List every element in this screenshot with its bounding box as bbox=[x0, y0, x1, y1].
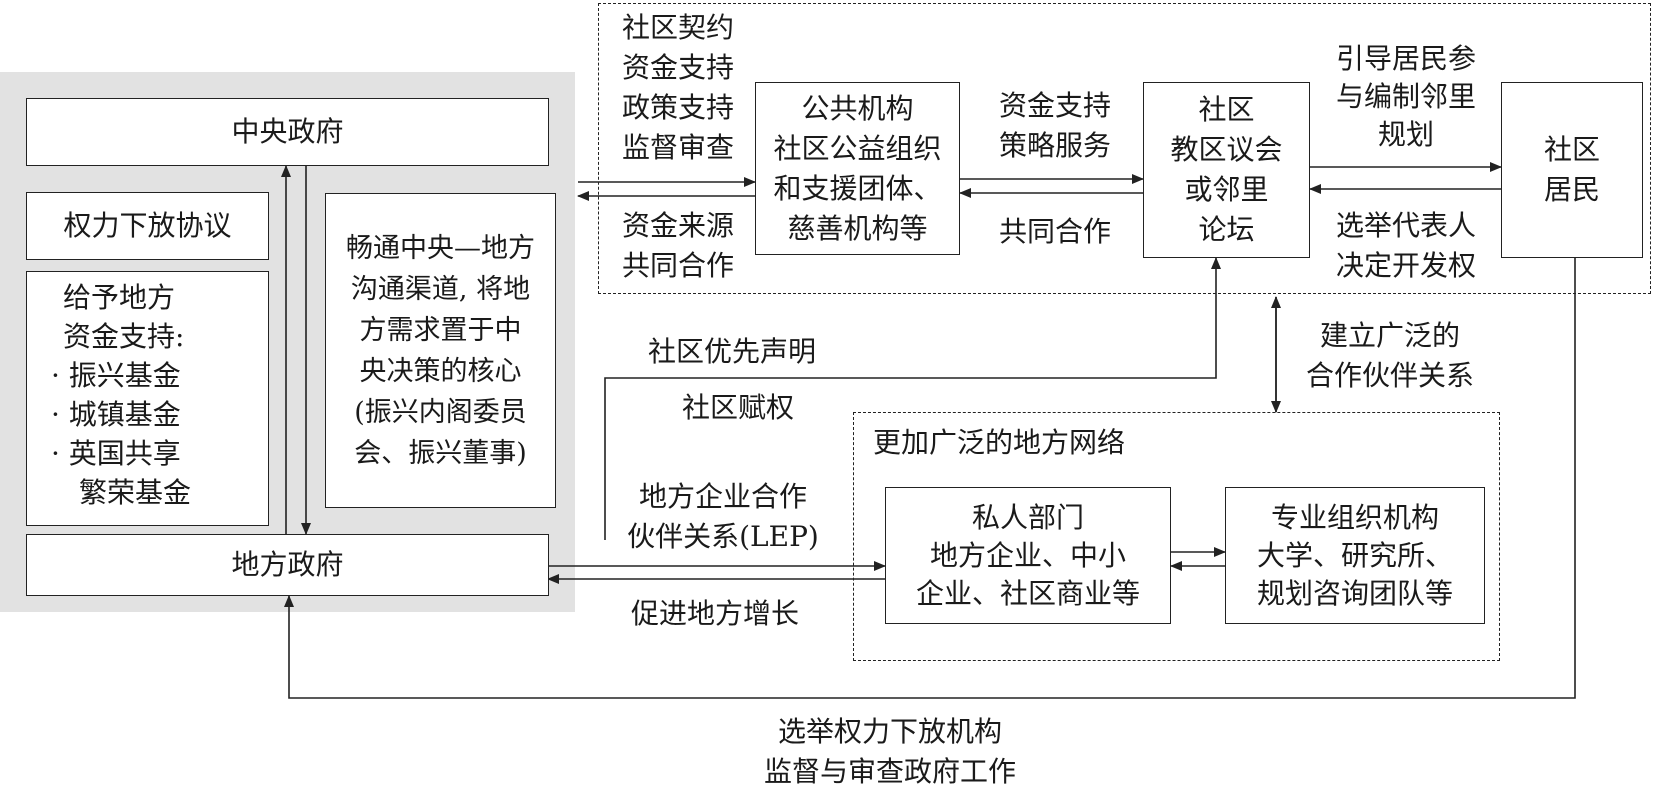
label-public-to-gov: 资金来源 共同合作 bbox=[610, 206, 746, 286]
private-line-1: 私人部门 bbox=[971, 500, 1084, 534]
wider-network-label: 更加广泛的地方网络 bbox=[873, 426, 1126, 459]
label-residents-to-parish: 选举代表人 决定开发权 bbox=[1322, 206, 1490, 286]
private-sector-box: 私人部门 地方企业、中小 企业、社区商业等 bbox=[885, 487, 1171, 624]
channel-line-2: 沟通渠道, 将地 bbox=[350, 273, 531, 305]
funding-line-6: 繁荣基金 bbox=[51, 476, 192, 509]
arrow-local-to-parish bbox=[604, 257, 1221, 540]
public-line-1: 公共机构 bbox=[801, 91, 914, 125]
public-to-gov-line-1: 资金来源 bbox=[621, 209, 734, 242]
channel-line-3: 方需求置于中 bbox=[359, 314, 522, 346]
label-public-to-parish: 资金支持 策略服务 bbox=[985, 86, 1125, 166]
gov-to-public-line-3: 政策支持 bbox=[621, 91, 734, 124]
label-parish-to-public: 共同合作 bbox=[998, 215, 1111, 248]
local-government-label: 地方政府 bbox=[231, 548, 344, 581]
partnership-line-1: 建立广泛的 bbox=[1319, 319, 1460, 352]
arrow-residents-to-local bbox=[284, 258, 1576, 699]
devolution-agreement-box: 权力下放协议 bbox=[26, 192, 269, 260]
residents-line-1: 社区 bbox=[1543, 133, 1600, 166]
professional-line-1: 专业组织机构 bbox=[1270, 500, 1439, 534]
private-line-2: 地方企业、中小 bbox=[929, 538, 1126, 572]
central-local-channel-box: 畅通中央—地方 沟通渠道, 将地 方需求置于中 央决策的核心 (振兴内阁委员 会… bbox=[325, 193, 556, 508]
label-parish-to-residents: 引导居民参 与编制邻里 规划 bbox=[1322, 40, 1490, 154]
gov-to-public-line-1: 社区契约 bbox=[621, 11, 734, 44]
lep-line-2: 伙伴关系(LEP) bbox=[627, 520, 819, 553]
partnership-line-2: 合作伙伴关系 bbox=[1305, 359, 1474, 392]
public-line-3: 和支援团体、 bbox=[773, 171, 942, 205]
funding-line-3: · 振兴基金 bbox=[51, 359, 181, 392]
private-line-3: 企业、社区商业等 bbox=[915, 576, 1140, 610]
community-dashed-group bbox=[598, 3, 1651, 294]
residents-to-parish-line-2: 决定开发权 bbox=[1335, 249, 1476, 282]
label-gov-to-public: 社区契约 资金支持 政策支持 监督审查 bbox=[610, 8, 746, 168]
parish-line-3: 或邻里 bbox=[1184, 173, 1269, 206]
lep-line-1: 地方企业合作 bbox=[638, 480, 807, 513]
label-partnership: 建立广泛的 合作伙伴关系 bbox=[1290, 316, 1490, 396]
label-community-empower: 社区赋权 bbox=[682, 391, 795, 424]
channel-line-1: 畅通中央—地方 bbox=[346, 232, 535, 264]
funding-line-1: 给予地方 bbox=[63, 281, 176, 314]
label-local-growth: 促进地方增长 bbox=[631, 597, 800, 630]
professional-line-3: 规划咨询团队等 bbox=[1256, 576, 1453, 610]
gov-to-public-line-2: 资金支持 bbox=[621, 51, 734, 84]
central-government-box: 中央政府 bbox=[26, 98, 549, 166]
residents-to-parish-line-1: 选举代表人 bbox=[1335, 209, 1476, 242]
funding-line-5: · 英国共享 bbox=[51, 437, 181, 470]
parish-to-residents-line-1: 引导居民参 bbox=[1335, 42, 1476, 75]
parish-line-4: 论坛 bbox=[1198, 213, 1255, 246]
channel-line-4: 央决策的核心 bbox=[359, 355, 522, 387]
local-government-box: 地方政府 bbox=[26, 534, 549, 596]
parish-to-residents-line-2: 与编制邻里 bbox=[1335, 80, 1476, 113]
funding-line-4: · 城镇基金 bbox=[51, 398, 181, 431]
central-government-label: 中央政府 bbox=[231, 115, 344, 148]
funding-line-2: 资金支持: bbox=[63, 320, 185, 353]
label-lep: 地方企业合作 伙伴关系(LEP) bbox=[618, 477, 828, 557]
residents-line-2: 居民 bbox=[1543, 173, 1600, 206]
devolution-agreement-label: 权力下放协议 bbox=[63, 209, 232, 242]
gov-to-public-line-4: 监督审查 bbox=[621, 131, 734, 164]
professional-line-2: 大学、研究所、 bbox=[1256, 538, 1453, 572]
parish-line-2: 教区议会 bbox=[1170, 133, 1283, 166]
channel-line-5: (振兴内阁委员 bbox=[354, 396, 527, 428]
community-residents-box: 社区 居民 bbox=[1501, 82, 1643, 258]
public-to-parish-line-2: 策略服务 bbox=[998, 129, 1111, 162]
public-line-2: 社区公益组织 bbox=[773, 131, 942, 165]
parish-line-1: 社区 bbox=[1198, 93, 1255, 126]
oversight-line-1: 选举权力下放机构 bbox=[777, 715, 1002, 748]
funding-support-box: 给予地方 资金支持: · 振兴基金 · 城镇基金 · 英国共享 繁荣基金 bbox=[26, 271, 269, 526]
public-line-4: 慈善机构等 bbox=[787, 211, 928, 245]
wider-network-group bbox=[853, 412, 1500, 661]
professional-org-box: 专业组织机构 大学、研究所、 规划咨询团队等 bbox=[1225, 487, 1485, 624]
public-to-gov-line-2: 共同合作 bbox=[621, 249, 734, 282]
channel-line-6: 会、振兴董事) bbox=[354, 437, 527, 469]
label-community-priority: 社区优先声明 bbox=[648, 335, 817, 368]
oversight-line-2: 监督与审查政府工作 bbox=[763, 755, 1016, 788]
label-oversight: 选举权力下放机构 监督与审查政府工作 bbox=[700, 712, 1080, 792]
parish-to-residents-line-3: 规划 bbox=[1377, 118, 1434, 151]
public-institutions-box: 公共机构 社区公益组织 和支援团体、 慈善机构等 bbox=[755, 82, 960, 255]
public-to-parish-line-1: 资金支持 bbox=[998, 89, 1111, 122]
parish-council-box: 社区 教区议会 或邻里 论坛 bbox=[1143, 82, 1310, 258]
